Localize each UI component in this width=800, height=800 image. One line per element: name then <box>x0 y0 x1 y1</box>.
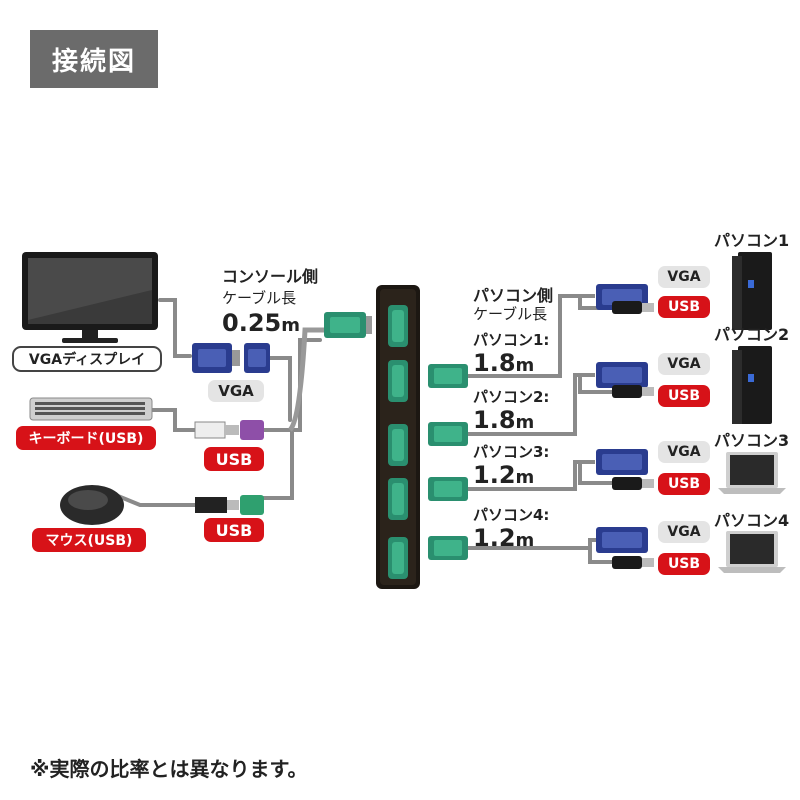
pc-vga-connectors <box>596 284 648 553</box>
console-vga-tag: VGA <box>208 380 264 402</box>
mouse-usb-tag: USB <box>204 518 264 542</box>
console-vga-connector <box>324 312 372 338</box>
pc-side-heading: パソコン側 <box>473 286 554 305</box>
port-2-length: 1.8m <box>473 407 534 433</box>
tower-pc-icon <box>732 346 772 424</box>
pc3-name: パソコン3 <box>714 431 790 450</box>
tower-pc-icon <box>732 252 772 330</box>
laptop-icon <box>718 452 786 494</box>
console-cable-length: 0.25m <box>222 310 300 336</box>
pc4-usb-tag: USB <box>658 553 710 575</box>
keyboard-usb-connector <box>194 420 264 440</box>
pc-usb-plugs <box>612 301 654 569</box>
pc3-vga-tag: VGA <box>658 441 710 463</box>
port-3-length-unit: m <box>515 467 535 488</box>
monitor-icon <box>22 252 158 343</box>
console-cable-length-label: ケーブル長 <box>222 289 297 307</box>
port-4-length-number: 1.2 <box>473 524 516 552</box>
port-4-length: 1.2m <box>473 525 534 551</box>
pc3-usb-tag: USB <box>658 473 710 495</box>
mouse-icon <box>60 485 124 525</box>
pc-cable-length-label: ケーブル長 <box>473 305 548 323</box>
pc4-name: パソコン4 <box>714 511 790 530</box>
footnote: ※実際の比率とは異なります。 <box>30 757 308 781</box>
monitor-label: VGAディスプレイ <box>12 346 162 372</box>
port-1-length-unit: m <box>515 355 535 376</box>
port-4-label: パソコン4: <box>473 506 550 524</box>
pc2-name: パソコン2 <box>714 325 790 344</box>
port-2-length-unit: m <box>515 412 535 433</box>
vga-connector-pair <box>192 343 270 373</box>
port-2-label: パソコン2: <box>473 388 550 406</box>
port-4-length-unit: m <box>515 530 535 551</box>
laptop-icon <box>718 531 786 573</box>
console-side-heading: コンソール側 <box>222 267 319 286</box>
port-1-length-number: 1.8 <box>473 349 516 377</box>
port-3-length-number: 1.2 <box>473 461 516 489</box>
pc2-usb-tag: USB <box>658 385 710 407</box>
pc1-name: パソコン1 <box>714 231 790 250</box>
keyboard-icon <box>29 397 153 421</box>
keyboard-label: キーボード(USB) <box>16 426 156 450</box>
port-3-length: 1.2m <box>473 462 534 488</box>
port-3-label: パソコン3: <box>473 443 550 461</box>
mouse-usb-connector <box>195 495 264 515</box>
keyboard-usb-tag: USB <box>204 447 264 471</box>
kvm-output-connectors <box>428 364 468 560</box>
pc1-vga-tag: VGA <box>658 266 710 288</box>
port-1-length: 1.8m <box>473 350 534 376</box>
pc1-usb-tag: USB <box>658 296 710 318</box>
port-1-label: パソコン1: <box>473 331 550 349</box>
pc4-vga-tag: VGA <box>658 521 710 543</box>
console-length-unit: m <box>281 315 300 336</box>
diagram-title: 接続図 <box>30 30 158 88</box>
mouse-label: マウス(USB) <box>32 528 146 552</box>
pc2-vga-tag: VGA <box>658 353 710 375</box>
port-2-length-number: 1.8 <box>473 406 516 434</box>
console-length-number: 0.25 <box>222 309 282 337</box>
